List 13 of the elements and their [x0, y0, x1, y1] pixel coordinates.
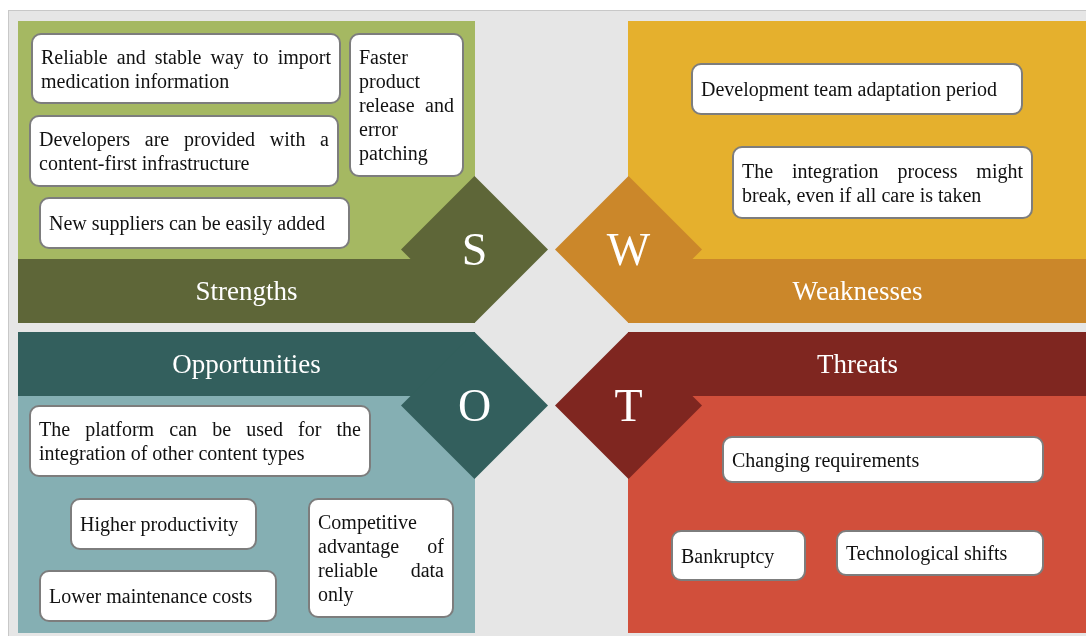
- text-box: New suppliers can be easily added: [39, 197, 350, 249]
- text-box: Development team adaptation period: [691, 63, 1023, 115]
- text-box: Reliable and stable way to import medication information: [31, 33, 341, 104]
- text-box: Bankruptcy: [671, 530, 806, 581]
- text-box: Competitive advantage of reliable data only: [308, 498, 454, 618]
- text-box: The integration process might break, even if all care is taken: [732, 146, 1033, 219]
- text-box: Lower maintenance costs: [39, 570, 277, 622]
- text-box: Faster product release and error patching: [349, 33, 464, 177]
- text-box: Higher productivity: [70, 498, 257, 550]
- text-box: Changing requirements: [722, 436, 1044, 483]
- text-box: The platform can be used for the integration of other content types: [29, 405, 371, 477]
- text-box: Technological shifts: [836, 530, 1044, 576]
- text-box: Developers are provided with a content-first infrastructure: [29, 115, 339, 187]
